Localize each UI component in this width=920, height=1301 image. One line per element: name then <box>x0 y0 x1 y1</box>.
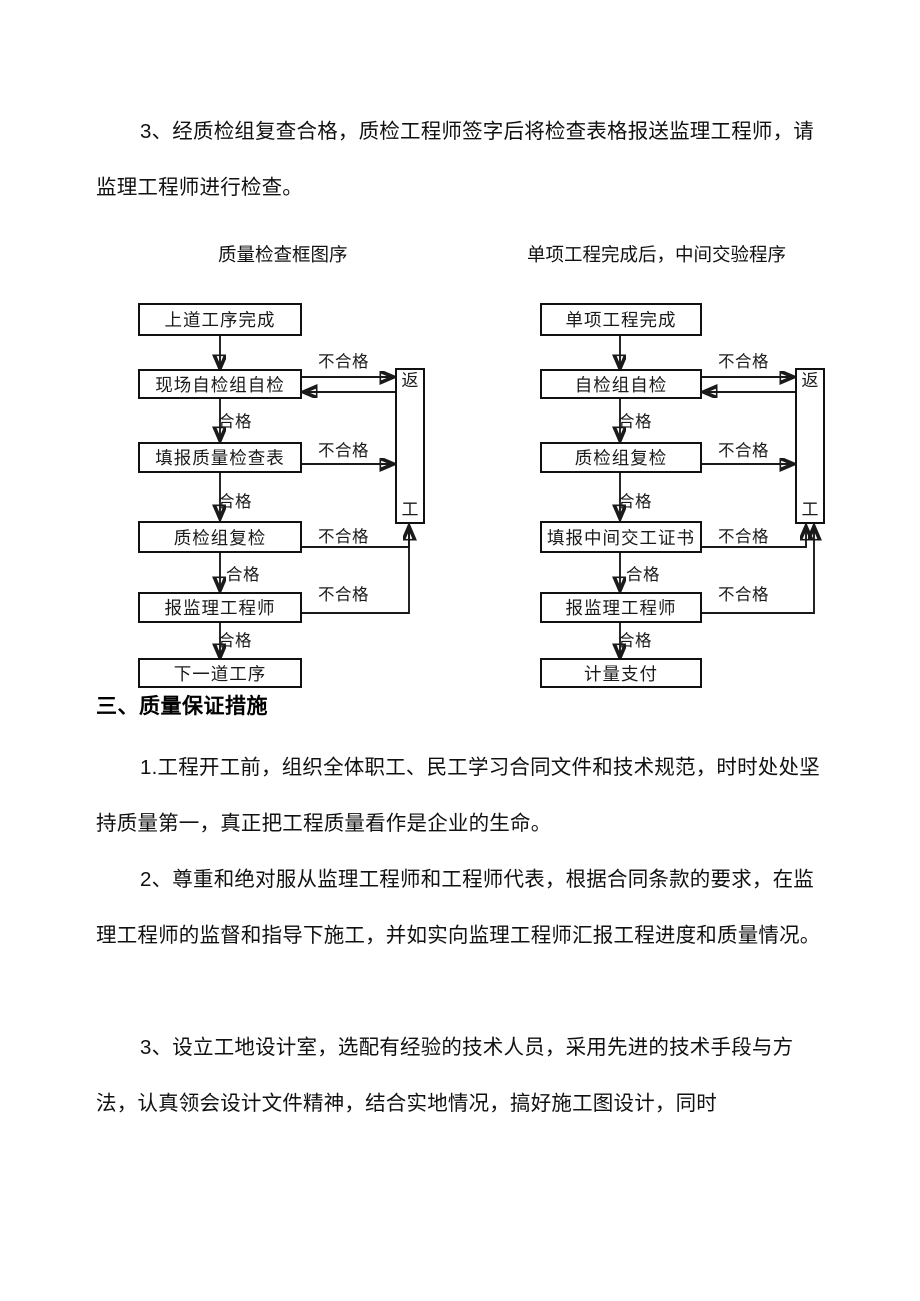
right-node-6: 计量支付 <box>540 658 702 688</box>
right-rework-label-bottom: 工 <box>801 500 819 519</box>
left-node-3: 填报质量检查表 <box>138 442 302 473</box>
left-node-1: 上道工序完成 <box>138 303 302 336</box>
left-node-5: 报监理工程师 <box>138 592 302 623</box>
left-pass-label-3: 合格 <box>226 566 260 584</box>
right-fail-label-2: 不合格 <box>718 442 769 460</box>
paragraph-item-3-top: 3、经质检组复查合格，质检工程师签字后将检查表格报送监理工程师，请监理工程师进行… <box>96 120 814 199</box>
right-pass-label-3: 合格 <box>626 566 660 584</box>
left-rework-label-top: 返 <box>401 371 419 390</box>
left-node-2: 现场自检组自检 <box>138 369 302 399</box>
left-flowchart-title: 质量检查框图序 <box>218 244 348 265</box>
right-pass-label-2: 合格 <box>618 493 652 511</box>
right-fail-label-3: 不合格 <box>718 528 769 546</box>
left-fail-label-3: 不合格 <box>318 528 369 546</box>
right-pass-label-1: 合格 <box>618 413 652 431</box>
right-node-4: 填报中间交工证书 <box>540 521 702 553</box>
right-rework-label-top: 返 <box>801 371 819 390</box>
left-node-6: 下一道工序 <box>138 658 302 688</box>
left-fail-label-1: 不合格 <box>318 353 369 371</box>
right-flowchart: 单项工程完成 自检组自检 质检组复检 填报中间交工证书 报监理工程师 计量支付 … <box>0 303 920 700</box>
right-node-1: 单项工程完成 <box>540 303 702 336</box>
paragraph-item-3-bottom: 3、设立工地设计室，选配有经验的技术人员，采用先进的技术手段与方法，认真领会设计… <box>96 1036 794 1115</box>
left-rework-label-bottom: 工 <box>401 500 419 519</box>
left-fail-label-2: 不合格 <box>318 442 369 460</box>
left-pass-label-1: 合格 <box>218 413 252 431</box>
right-pass-label-4: 合格 <box>618 632 652 650</box>
right-flowchart-title: 单项工程完成后，中间交验程序 <box>527 244 787 265</box>
right-node-3: 质检组复检 <box>540 442 702 473</box>
paragraph-item-1: 1.工程开工前，组织全体职工、民工学习合同文件和技术规范，时时处处坚持质量第一，… <box>96 756 820 835</box>
section-heading: 三、质量保证措施 <box>96 695 268 718</box>
left-fail-label-4: 不合格 <box>318 586 369 604</box>
left-node-4: 质检组复检 <box>138 521 302 553</box>
paragraph-item-2: 2、尊重和绝对服从监理工程师和工程师代表，根据合同条款的要求，在监理工程师的监督… <box>96 868 821 947</box>
right-fail-label-1: 不合格 <box>718 353 769 371</box>
right-node-5: 报监理工程师 <box>540 592 702 623</box>
right-flowchart-wires <box>0 336 920 700</box>
left-pass-label-2: 合格 <box>218 493 252 511</box>
right-node-2: 自检组自检 <box>540 369 702 399</box>
right-fail-label-4: 不合格 <box>718 586 769 604</box>
right-rework-box: 返 工 <box>795 368 825 524</box>
left-rework-box: 返 工 <box>395 368 425 524</box>
left-pass-label-4: 合格 <box>218 632 252 650</box>
